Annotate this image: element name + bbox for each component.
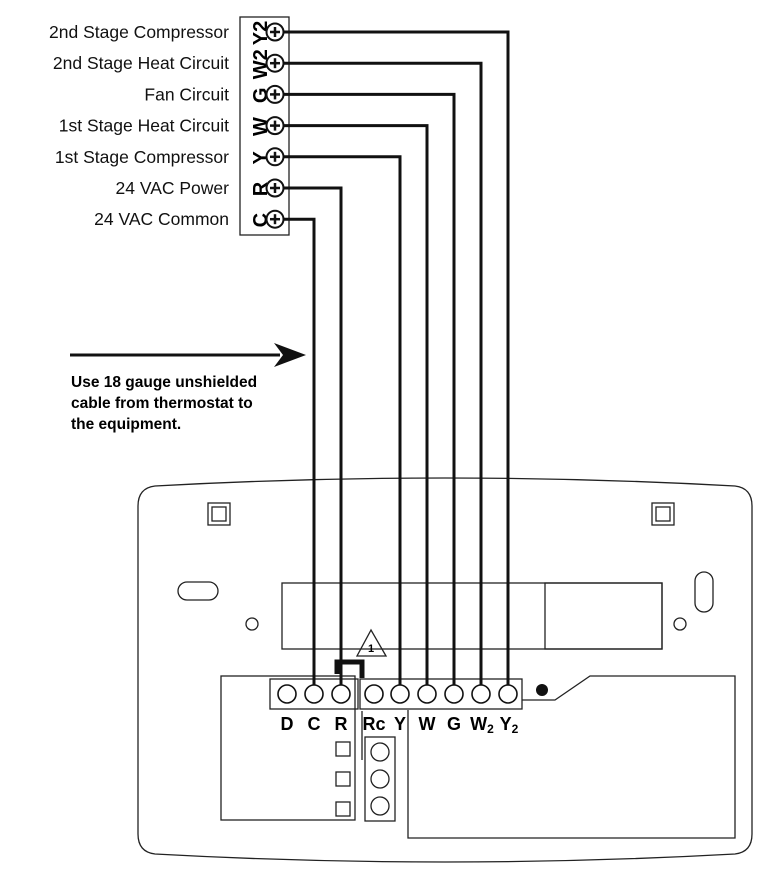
wires — [283, 30, 510, 686]
wire-w — [283, 124, 429, 686]
cable-note-line-1: Use 18 gauge unshielded — [71, 374, 257, 391]
equipment-label: 2nd Stage Compressor — [49, 22, 229, 42]
thermostat-terminal-label: R — [335, 714, 348, 734]
equipment-label: Fan Circuit — [144, 84, 229, 104]
thermostat-terminal-label: D — [281, 714, 294, 734]
cable-note-line-2: cable from thermostat to — [71, 395, 253, 412]
thermostat-screw-icon — [444, 684, 464, 704]
equipment-terminals: 2nd Stage Compressor Y2 2nd Stage Heat Cir… — [49, 21, 285, 229]
jumper-square-3 — [335, 801, 351, 817]
thermostat-screw-icon — [471, 684, 491, 704]
thermostat-terminal-label: Y — [394, 714, 406, 734]
cable-arrow-head — [274, 343, 306, 367]
display-window — [544, 582, 663, 650]
thermostat-terminal-label: Rc — [362, 714, 385, 734]
thermostat-screw-icon — [277, 684, 297, 704]
selector-block — [364, 736, 396, 822]
equipment-label: 2nd Stage Heat Circuit — [53, 53, 229, 73]
thermostat-screw-icon — [417, 684, 437, 704]
wire-c — [283, 217, 316, 686]
equipment-terminal-code: Y2 — [250, 21, 272, 45]
equipment-terminal-code: W2 — [250, 49, 272, 79]
thermostat-terminal-label: Y2 — [500, 714, 519, 736]
wire-r — [283, 186, 343, 686]
thermostat-screw-icon — [304, 684, 324, 704]
jumper-square-1 — [335, 741, 351, 757]
thermostat-screw-icon — [364, 684, 384, 704]
cable-note-line-3: the equipment. — [71, 416, 181, 433]
wire-y2 — [283, 30, 510, 686]
mounting-hole-right — [673, 617, 687, 631]
mounting-slot-right — [694, 571, 714, 613]
thermostat-screw-icon — [331, 684, 351, 704]
thermostat-terminal-label: W2 — [470, 714, 494, 736]
equipment-label: 24 VAC Power — [116, 178, 230, 198]
thermostat-terminal-label: C — [308, 714, 321, 734]
thermostat-screw-icon — [390, 684, 410, 704]
thermostat-terminal-label: W — [419, 714, 436, 734]
board-dot — [536, 684, 548, 696]
wire-w2 — [283, 61, 483, 686]
thermostat-screw-icon — [498, 684, 518, 704]
wire-g — [283, 92, 456, 686]
mounting-slot-left — [177, 581, 219, 601]
equipment-label: 1st Stage Compressor — [55, 147, 229, 167]
equipment-label: 24 VAC Common — [94, 209, 229, 229]
thermostat-terminal-label: G — [447, 714, 461, 734]
equipment-label: 1st Stage Heat Circuit — [59, 116, 229, 136]
warning-number: 1 — [368, 643, 374, 655]
thermostat-base-outline — [137, 477, 753, 863]
warning-triangle-icon — [355, 628, 388, 657]
mounting-tab-right — [651, 502, 675, 526]
center-opening — [281, 582, 663, 650]
terminal-board-left — [220, 675, 356, 821]
jumper-square-2 — [335, 771, 351, 787]
rc-jumper — [334, 659, 365, 678]
mounting-tab-left — [207, 502, 231, 526]
terminal-block-right — [359, 678, 523, 710]
wire-y — [283, 155, 402, 686]
terminal-board-right — [407, 675, 736, 839]
mounting-hole-left — [245, 617, 259, 631]
